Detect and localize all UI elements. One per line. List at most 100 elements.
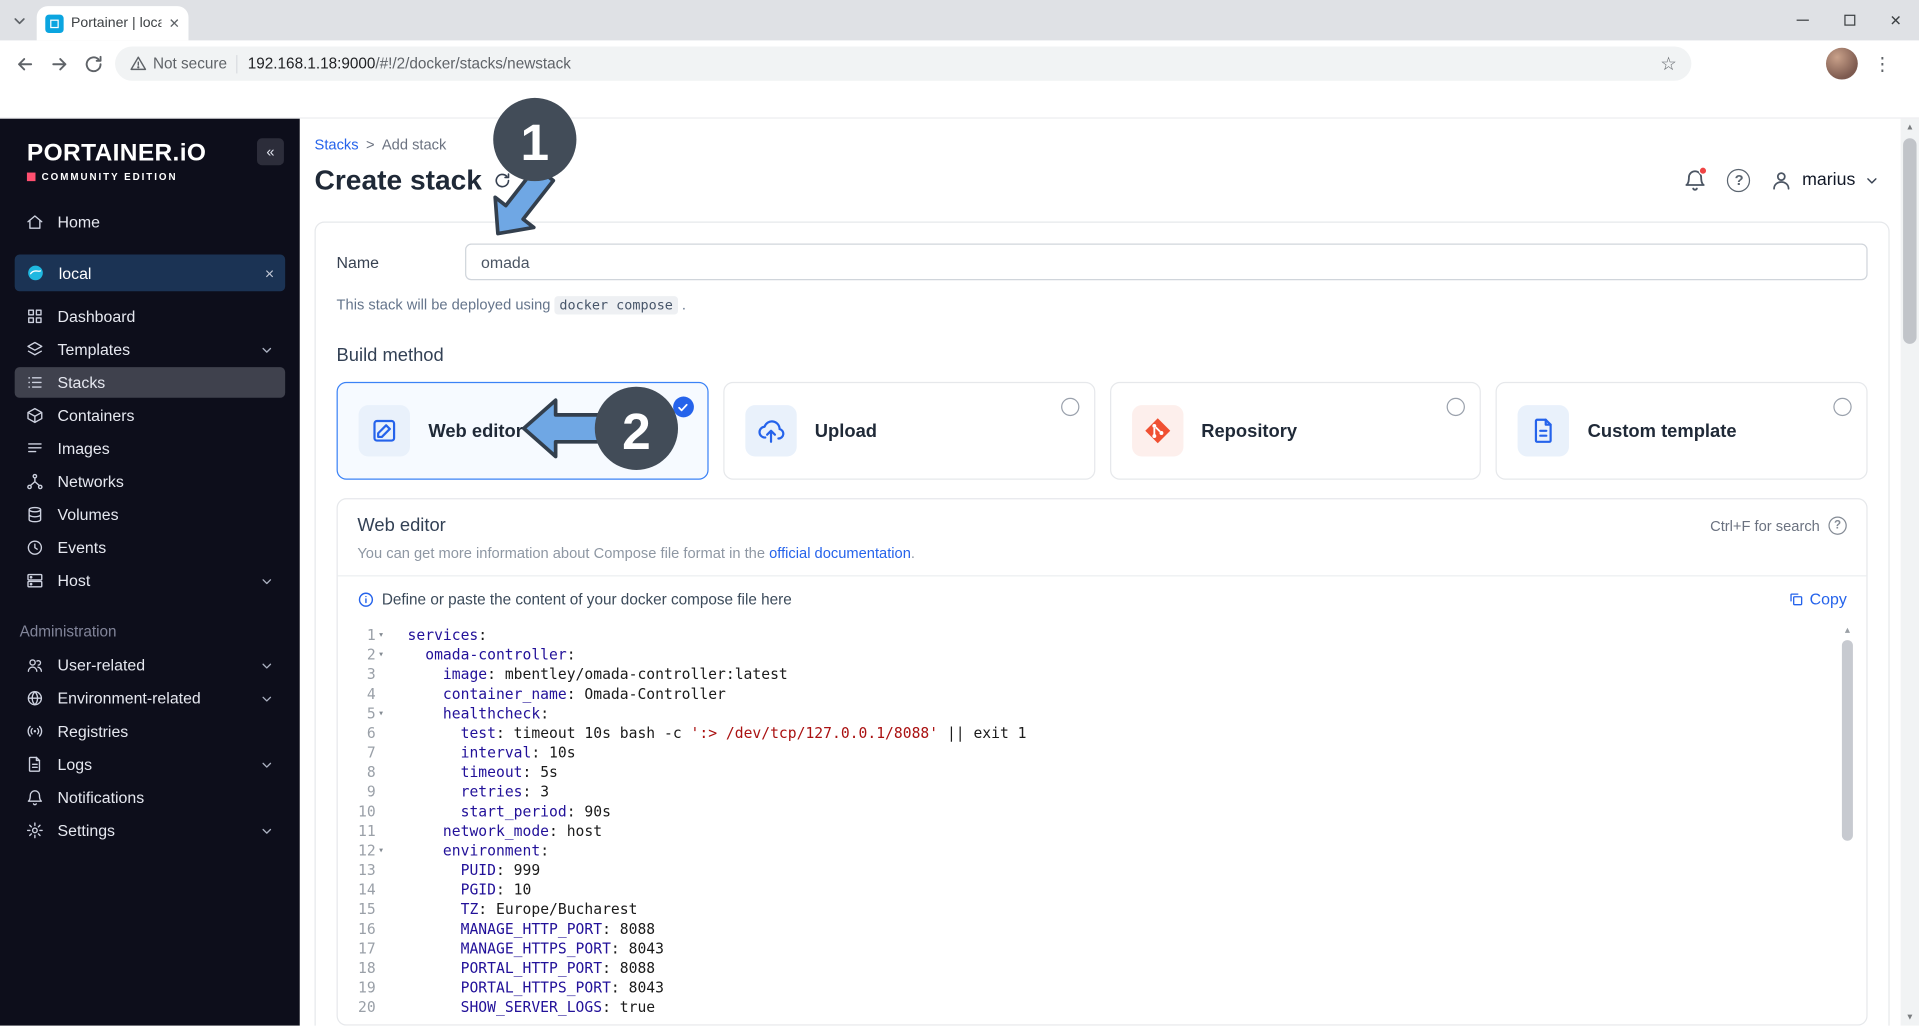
notifications-button[interactable] (1683, 166, 1708, 192)
radio-icon[interactable] (1833, 397, 1852, 417)
help-button[interactable]: ? (1727, 168, 1751, 192)
method-upload[interactable]: Upload (722, 381, 1095, 480)
fold-marker-icon[interactable]: ▾ (378, 707, 385, 719)
code-line[interactable]: environment: (442, 842, 550, 860)
scroll-up-icon[interactable]: ▲ (1844, 625, 1850, 636)
bookmark-star-icon[interactable]: ☆ (1660, 53, 1677, 75)
window-close-button[interactable]: ✕ (1889, 11, 1902, 29)
code-line[interactable]: services: (407, 626, 488, 644)
tab-search-button[interactable] (7, 10, 31, 32)
administration-section-label: Administration (19, 622, 117, 641)
sidebar-item-stacks[interactable]: Stacks (14, 367, 286, 398)
sidebar-item-dashboard[interactable]: Dashboard (15, 301, 285, 332)
chevron-down-icon (14, 18, 25, 25)
editor-scrollbar[interactable]: ▲ (1841, 623, 1854, 1017)
code-line[interactable]: omada-controller: (425, 646, 576, 664)
portainer-logo: PORTAINER.iO (26, 139, 207, 167)
browser-tab[interactable]: Portainer | loca ✕ (36, 6, 189, 41)
line-number: 18 (358, 959, 376, 977)
code-line[interactable]: PORTAL_HTTPS_PORT: 8043 (460, 979, 664, 997)
editor-scrollbar-thumb[interactable] (1841, 640, 1853, 841)
templates-icon (27, 341, 43, 356)
copy-button[interactable]: Copy (1788, 590, 1847, 608)
reload-button[interactable] (76, 47, 110, 81)
tab-close-icon[interactable]: ✕ (168, 16, 180, 32)
forward-button[interactable] (42, 47, 76, 81)
line-number: 13 (358, 861, 376, 879)
code-line[interactable]: MANAGE_HTTPS_PORT: 8043 (460, 939, 664, 958)
method-web-editor[interactable]: Web editor (336, 381, 709, 480)
line-number: 4 (366, 685, 376, 703)
code-line[interactable]: MANAGE_HTTP_PORT: 8088 (460, 920, 656, 938)
sidebar-environment-local[interactable]: local × (14, 254, 286, 292)
code-line[interactable]: healthcheck: (442, 704, 550, 723)
user-menu[interactable]: marius (1770, 168, 1880, 191)
code-line[interactable]: test: timeout 10s bash -c ':> /dev/tcp/1… (460, 724, 1027, 742)
sidebar-item-user-related[interactable]: User-related (15, 650, 285, 681)
line-number: 2▾ (349, 645, 391, 665)
breadcrumb-stacks-link[interactable]: Stacks (314, 135, 359, 153)
radio-icon[interactable] (1060, 397, 1079, 417)
fold-marker-icon[interactable]: ▾ (378, 648, 385, 660)
code-line[interactable]: network_mode: host (442, 822, 603, 840)
code-line[interactable]: SHOW_SERVER_LOGS: true (460, 998, 656, 1016)
line-number: 1▾ (349, 625, 391, 645)
main-content: Stacks > Add stack Create stack ? marius (299, 118, 1919, 1026)
code-line[interactable]: image: mbentley/omada-controller:latest (442, 665, 788, 683)
code-line[interactable]: timeout: 5s (460, 763, 558, 781)
url-bar[interactable]: Not secure 192.168.1.18:9000/#!/2/docker… (115, 46, 1692, 81)
fold-marker-icon[interactable]: ▾ (378, 844, 385, 856)
sidebar-item-logs[interactable]: Logs (15, 749, 285, 780)
browser-menu-icon[interactable]: ⋮ (1873, 53, 1892, 75)
name-label: Name (336, 252, 380, 272)
refresh-icon[interactable] (493, 171, 511, 189)
selected-check-icon[interactable] (672, 396, 694, 418)
scroll-down-icon[interactable]: ▼ (1905, 1012, 1915, 1022)
window-minimize-button[interactable] (1779, 0, 1826, 40)
sidebar-collapse-button[interactable]: « (257, 138, 284, 166)
browser-profile-avatar[interactable] (1825, 47, 1858, 80)
site-security-chip[interactable]: Not secure (130, 55, 227, 72)
networks-icon (27, 473, 43, 490)
back-button[interactable] (7, 47, 41, 81)
editor-help-icon[interactable]: ? (1828, 516, 1847, 535)
line-number: 10 (358, 802, 376, 820)
code-line[interactable]: PGID: 10 (460, 881, 532, 899)
code-line[interactable]: retries: 3 (460, 783, 550, 801)
method-repository[interactable]: Repository (1109, 381, 1482, 480)
sidebar-item-containers[interactable]: Containers (15, 400, 285, 431)
code-line[interactable]: PUID: 999 (460, 861, 541, 879)
page-scrollbar[interactable]: ▲ ▼ (1900, 118, 1919, 1026)
environment-close-icon[interactable]: × (264, 263, 275, 283)
upload-icon-box (745, 405, 797, 457)
code-line[interactable]: interval: 10s (460, 744, 576, 762)
window-maximize-button[interactable] (1826, 0, 1873, 40)
official-documentation-link[interactable]: official documentation (769, 544, 911, 562)
sidebar-item-settings[interactable]: Settings (15, 815, 285, 846)
scroll-up-icon[interactable]: ▲ (1905, 122, 1915, 132)
sidebar-item-volumes[interactable]: Volumes (15, 499, 285, 530)
method-custom-template[interactable]: Custom template (1495, 381, 1868, 480)
code-line[interactable]: start_period: 90s (460, 802, 611, 820)
url-divider (236, 54, 238, 73)
radio-icon[interactable] (1446, 397, 1466, 417)
editor-code[interactable]: services: omada-controller: image: mbent… (390, 620, 1854, 1017)
sidebar-item-networks[interactable]: Networks (15, 466, 285, 497)
sidebar-item-home[interactable]: Home (15, 207, 285, 238)
page-scrollbar-thumb[interactable] (1903, 138, 1917, 344)
fold-marker-icon[interactable]: ▾ (378, 629, 385, 641)
code-line[interactable]: TZ: Europe/Bucharest (460, 900, 638, 918)
sidebar-item-registries[interactable]: Registries (15, 716, 285, 747)
code-line[interactable]: PORTAL_HTTP_PORT: 8088 (460, 959, 656, 977)
sidebar-item-images[interactable]: Images (15, 433, 285, 464)
code-line[interactable]: container_name: Omada-Controller (442, 685, 726, 703)
header-actions: ? marius (1683, 166, 1880, 192)
compose-info-note: You can get more information about Compo… (337, 536, 1867, 577)
sidebar-item-templates[interactable]: Templates (15, 334, 285, 365)
sidebar-item-events[interactable]: Events (15, 532, 285, 563)
stack-name-input[interactable] (465, 243, 1868, 281)
sidebar-item-environment-related[interactable]: Environment-related (15, 683, 285, 714)
sidebar-item-notifications[interactable]: Notifications (15, 782, 285, 813)
sidebar-item-host[interactable]: Host (15, 565, 285, 596)
